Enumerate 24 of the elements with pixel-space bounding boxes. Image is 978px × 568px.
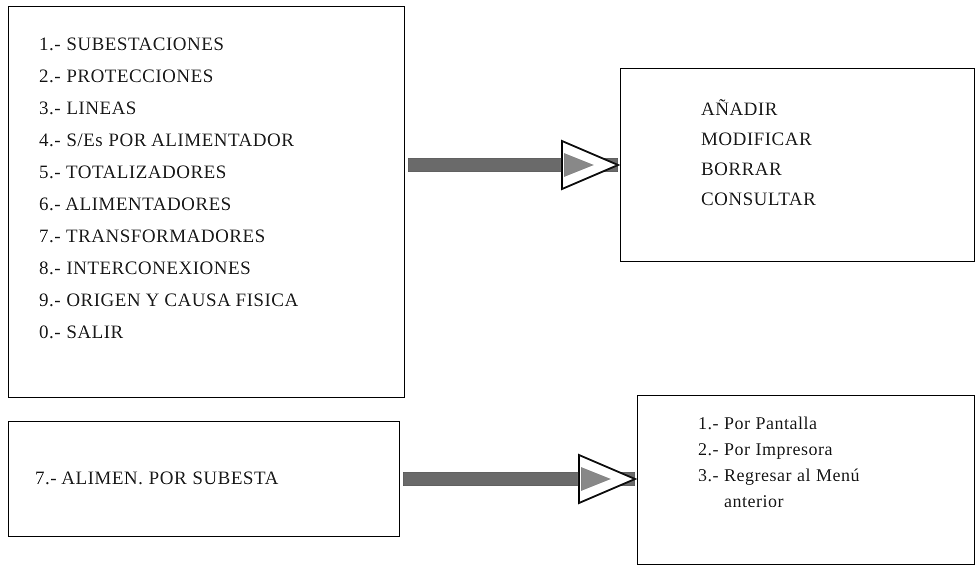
menu-box bbox=[620, 68, 975, 262]
block-arrow bbox=[408, 140, 619, 190]
menu-option: AÑADIR bbox=[701, 95, 974, 125]
menu-option: 1.- SUBESTACIONES bbox=[39, 29, 404, 61]
menu-option: 1.- Por Pantalla bbox=[698, 410, 974, 436]
menu-option: 7.- TRANSFORMADORES bbox=[39, 221, 404, 253]
menu-option: 3.- LINEAS bbox=[39, 93, 404, 125]
menu-option: 7.- ALIMEN. POR SUBESTA bbox=[35, 465, 399, 493]
menu-option: CONSULTAR bbox=[701, 185, 974, 215]
menu-box bbox=[8, 6, 405, 398]
menu-option: 2.- Por Impresora bbox=[698, 436, 974, 462]
menu-option: 3.- Regresar al Menú anterior bbox=[698, 462, 974, 514]
menu-option: BORRAR bbox=[701, 155, 974, 185]
menu-option: MODIFICAR bbox=[701, 125, 974, 155]
menu-option: 6.- ALIMENTADORES bbox=[39, 189, 404, 221]
menu-box bbox=[8, 421, 400, 537]
menu-option: 0.- SALIR bbox=[39, 317, 404, 349]
menu-option: 8.- INTERCONEXIONES bbox=[39, 253, 404, 285]
menu-option: 4.- S/Es POR ALIMENTADOR bbox=[39, 125, 404, 157]
menu-option: 5.- TOTALIZADORES bbox=[39, 157, 404, 189]
menu-option: 9.- ORIGEN Y CAUSA FISICA bbox=[39, 285, 404, 317]
block-arrow bbox=[403, 454, 636, 504]
menu-box bbox=[637, 395, 975, 565]
menu-option: 2.- PROTECCIONES bbox=[39, 61, 404, 93]
